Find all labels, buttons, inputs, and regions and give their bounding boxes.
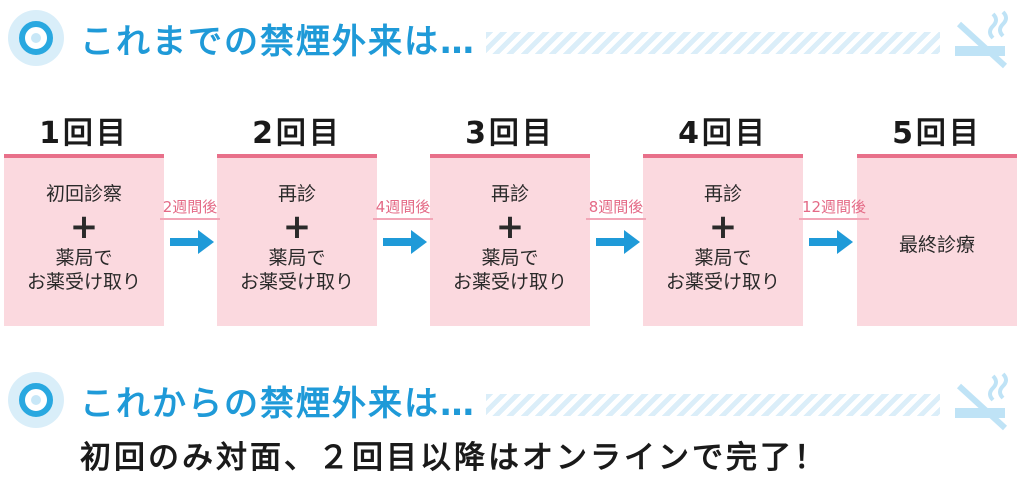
visit-label-4: 4回目 [678,116,768,151]
visit-step: お薬受け取り [239,271,354,293]
section-header-future: これからの禁煙外来は… [0,366,1024,436]
visit-step: お薬受け取り [26,271,141,293]
interval-label-2: 4週間後 [375,198,431,216]
interval-underline [373,218,433,220]
target-icon [8,372,64,428]
arrow-right-icon [383,230,427,254]
visit-step: 薬局で [55,247,113,269]
target-icon [8,10,64,66]
interval-underline [799,218,869,220]
visit-step: お薬受け取り [665,271,780,293]
arrow-right-icon [596,230,640,254]
visit-step: 薬局で [481,247,539,269]
arrow-right-icon [809,230,853,254]
visit-label-2: 2回目 [252,116,342,151]
visit-step: 再診 [703,183,742,205]
visit-box-3: 再診 + 薬局で お薬受け取り [430,154,590,326]
plus-sign: + [282,207,312,247]
interval-label-3: 8週間後 [588,198,644,216]
section-header-current: これまでの禁煙外来は… [0,4,1024,74]
no-smoking-icon [955,10,1008,69]
visit-label-3: 3回目 [465,116,555,151]
interval-underline [160,218,220,220]
visit-box-5: 最終診療 [857,154,1017,326]
visit-step: 初回診察 [45,183,122,205]
plus-sign: + [708,207,738,247]
arrow-right-icon [170,230,214,254]
visit-step: お薬受け取り [452,271,567,293]
visit-box-4: 再診 + 薬局で お薬受け取り [643,154,803,326]
stripe-decoration [486,394,940,416]
visit-step: 最終診療 [898,234,975,256]
visit-step: 薬局で [694,247,752,269]
visit-label-1: 1回目 [39,116,129,151]
visit-box-2: 再診 + 薬局で お薬受け取り [217,154,377,326]
visit-box-1: 初回診察 + 薬局で お薬受け取り [4,154,164,326]
visit-step: 再診 [490,183,529,205]
visit-step: 再診 [277,183,316,205]
visit-step: 薬局で [268,247,326,269]
no-smoking-icon [955,372,1008,431]
plus-sign: + [495,207,525,247]
stripe-decoration [486,32,940,54]
section-title-current: これまでの禁煙外来は… [80,22,476,62]
interval-underline [586,218,646,220]
future-description: 初回のみ対面、２回目以降はオンラインで完了！ [80,440,828,476]
interval-label-1: 2週間後 [162,198,218,216]
visit-label-5: 5回目 [892,116,982,151]
plus-sign: + [69,207,99,247]
interval-label-4: 12週間後 [801,198,867,216]
section-title-future: これからの禁煙外来は… [80,384,476,424]
